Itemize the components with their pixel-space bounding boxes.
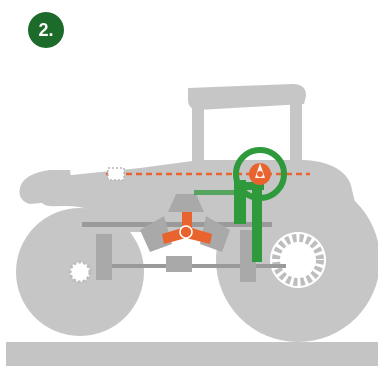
- sensor-unit: [108, 168, 124, 180]
- ground-strip: [6, 342, 378, 366]
- differential-gear-icon: [180, 226, 192, 238]
- front-nose: [19, 170, 74, 204]
- steering-side-arm: [194, 190, 238, 195]
- front-wheel-hub: [70, 262, 90, 282]
- lower-coupling: [166, 256, 192, 272]
- cab-roof: [188, 84, 306, 110]
- front-left-coupling: [96, 234, 112, 280]
